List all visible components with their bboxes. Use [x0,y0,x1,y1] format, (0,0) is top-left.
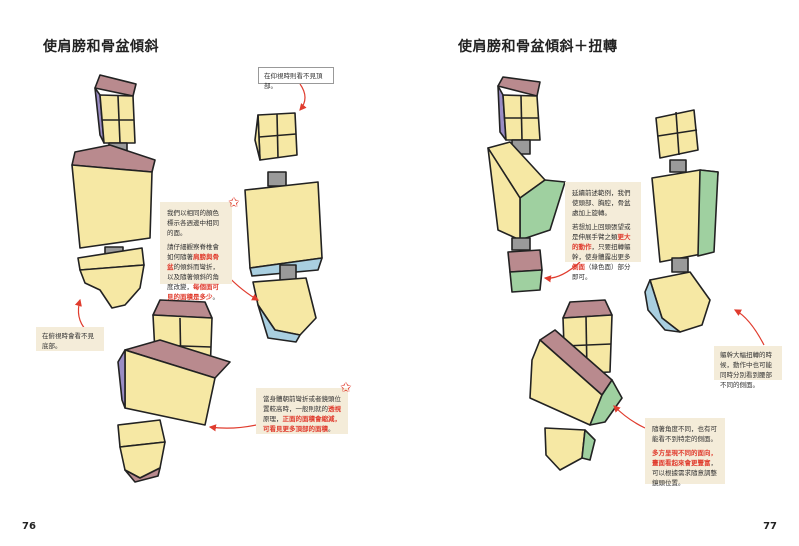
note-text: 當身體朝前彎折或者鏡頭位置較高時，一般則就的 [263,395,341,413]
left-figure-3 [117,299,231,483]
star-icon: ✩ [228,195,240,211]
note-color-legend-p2: 請仔細觀察脊椎會如何隨著肩膀與骨盆的傾斜而彎折，以及隨著傾斜的角度改變，每個面可… [167,242,225,302]
note-highlight: 每個面可見的面積是多少 [167,283,219,301]
note-camera-angle: 隨著角度不同，也有可能看不到特定的側面。 多方呈現不同的面向，畫面看起來會更豐富… [645,418,725,487]
note-rotation-p1: 延續前述範例，我們使頭部、胸腔，骨盆處加上旋轉。 [572,189,631,217]
note-highlight: 多方呈現不同的面向，畫面看起來會更豐富 [652,449,717,467]
note-text: ，只要扭轉軀幹，使身體露出更多 [572,243,631,261]
left-page-number: 76 [22,521,36,532]
star-icon: ✩ [340,380,352,396]
note-rotation: 延續前述範例，我們使頭部、胸腔，骨盆處加上旋轉。 若想加上回頭張望或是伸展手臂之… [565,182,641,281]
note-text: 請仔細觀察脊椎會如何隨著 [167,243,219,261]
note-waist-sides: 軀幹大幅扭轉的時候，動作中也可能同時分別看到腰部不同的側面。 [714,346,782,389]
note-text: 。 [328,425,335,433]
note-top-view: 在仰視時則看不見頂部。 [258,67,334,90]
note-text: （綠色面）部分即可。 [572,263,631,281]
note-highlight: 側面 [572,263,585,271]
note-highlight: 正面的面積會縮減，可看見更多頂部的面積 [263,415,341,433]
note-bottom-view-text: 在俯視時會看不見底部。 [42,332,94,350]
note-color-legend: 我們以相同的顏色標示各週邊中相同的面。 請仔細觀察脊椎會如何隨著肩膀與骨盆的傾斜… [160,202,232,301]
note-text: 原理， [263,415,283,423]
note-text: 若想加上回頭張望或是伸展手臂之類 [572,223,631,241]
note-text: 的傾斜而彎折，以及隨著傾斜的角度改變， [167,263,219,291]
right-figure-3 [529,299,623,471]
left-figure-1 [71,74,156,309]
note-camera-angle-p1: 隨著角度不同，也有可能看不到特定的側面。 [652,425,717,443]
note-bottom-view: 在俯視時會看不見底部。 [36,327,104,351]
right-page-number: 77 [763,521,777,532]
note-top-view-text: 在仰視時則看不見頂部。 [264,72,323,90]
note-text: 。 [212,293,220,301]
right-figure-2 [644,109,719,333]
note-highlight: 更大的動作 [572,233,631,251]
note-waist-sides-text: 軀幹大幅扭轉的時候，動作中也可能同時分別看到腰部不同的側面。 [720,351,772,389]
note-color-legend-p1: 我們以相同的顏色標示各週邊中相同的面。 [167,209,219,237]
note-highlight: 透視 [328,405,341,413]
left-page-title: 使肩膀和骨盆傾斜 [43,39,159,55]
right-page-title: 使肩膀和骨盆傾斜＋扭轉 [458,39,618,55]
note-highlight: 肩膀與骨盆 [167,253,219,271]
note-perspective: 當身體朝前彎折或者鏡頭位置較高時，一般則就的透視原理，正面的面積會縮減，可看見更… [256,388,348,434]
note-rotation-p2: 若想加上回頭張望或是伸展手臂之類更大的動作，只要扭轉軀幹，使身體露出更多側面（綠… [572,222,634,282]
left-figure-2 [244,112,323,343]
note-camera-angle-p2: 多方呈現不同的面向，畫面看起來會更豐富，可以根據需求隨意調整鏡頭位置。 [652,448,718,488]
right-figure-1 [487,76,566,293]
note-text: ，可以根據需求隨意調整鏡頭位置。 [652,459,717,487]
